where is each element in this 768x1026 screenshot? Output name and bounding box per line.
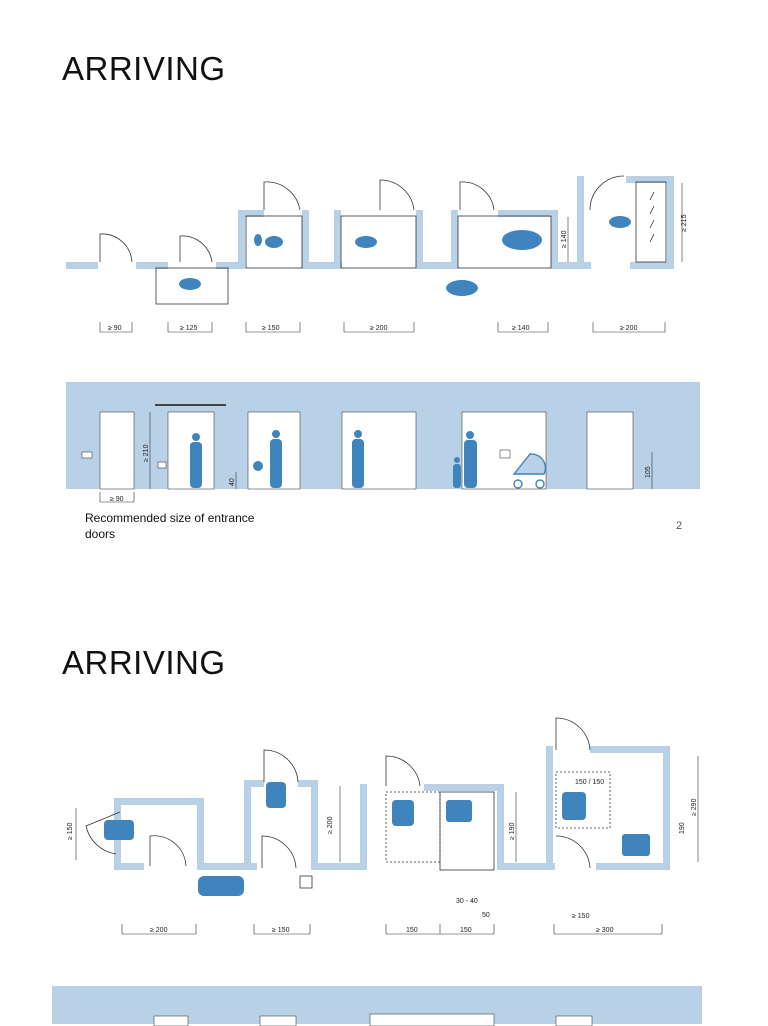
page-title: ARRIVING [62,644,226,681]
inline-dim-label: 30 - 40 [456,898,478,905]
side-dim-label: ≥ 215 [681,214,688,232]
door-elevation-drawing: ≥ 210 40 105 ≥ 90 [66,382,700,503]
elev-dim-label: 40 [229,478,236,486]
inline-dim-label: 150 / 150 [575,779,604,786]
bottom-dim-label: ≥ 300 [596,927,614,934]
bottom-dim-label: ≥ 150 [272,927,290,934]
plan-dim-label: ≥ 140 [512,325,530,332]
bottom-dim-label: ≥ 200 [150,927,168,934]
plan-dim-label: ≥ 90 [108,325,122,332]
bottom-dim-label: 150 [406,927,418,934]
elev-dim-label: ≥ 90 [110,496,124,503]
inline-dim-label: 50 [482,912,490,919]
side-dim-label: ≥ 140 [561,230,568,248]
side-dim-label: ≥ 200 [327,816,334,834]
bottom-dim-label: 150 [460,927,472,934]
plan-dim-label: ≥ 125 [180,325,198,332]
side-dim-label: ≥ 290 [691,798,698,816]
plan-dim-label: ≥ 200 [370,325,388,332]
elev-dim-label: ≥ 210 [143,444,150,462]
door-plan-drawing: ≥ 140 ≥ 215 ≥ 90 ≥ 125 ≥ 150 ≥ 200 ≥ 140… [66,175,688,333]
wheelchair-elevation-drawing [52,986,702,1026]
elev-dim-label: 105 [645,466,652,478]
plan-dim-label: ≥ 150 [262,325,280,332]
page-number: 2 [676,520,683,532]
wheelchair-plan-drawing: ≥ 150 ≥ 200 ≥ 190 190 ≥ 290 150 / 150 30… [67,717,699,935]
inline-dim-label: ≥ 150 [572,913,590,920]
side-dim-label: ≥ 150 [67,822,74,840]
plan-dim-label: ≥ 200 [620,325,638,332]
figure-caption: Recommended size of entrance doors [85,511,255,541]
side-dim-label: 190 [679,822,686,834]
page-title: ARRIVING [62,50,226,87]
side-dim-label: ≥ 190 [509,822,516,840]
